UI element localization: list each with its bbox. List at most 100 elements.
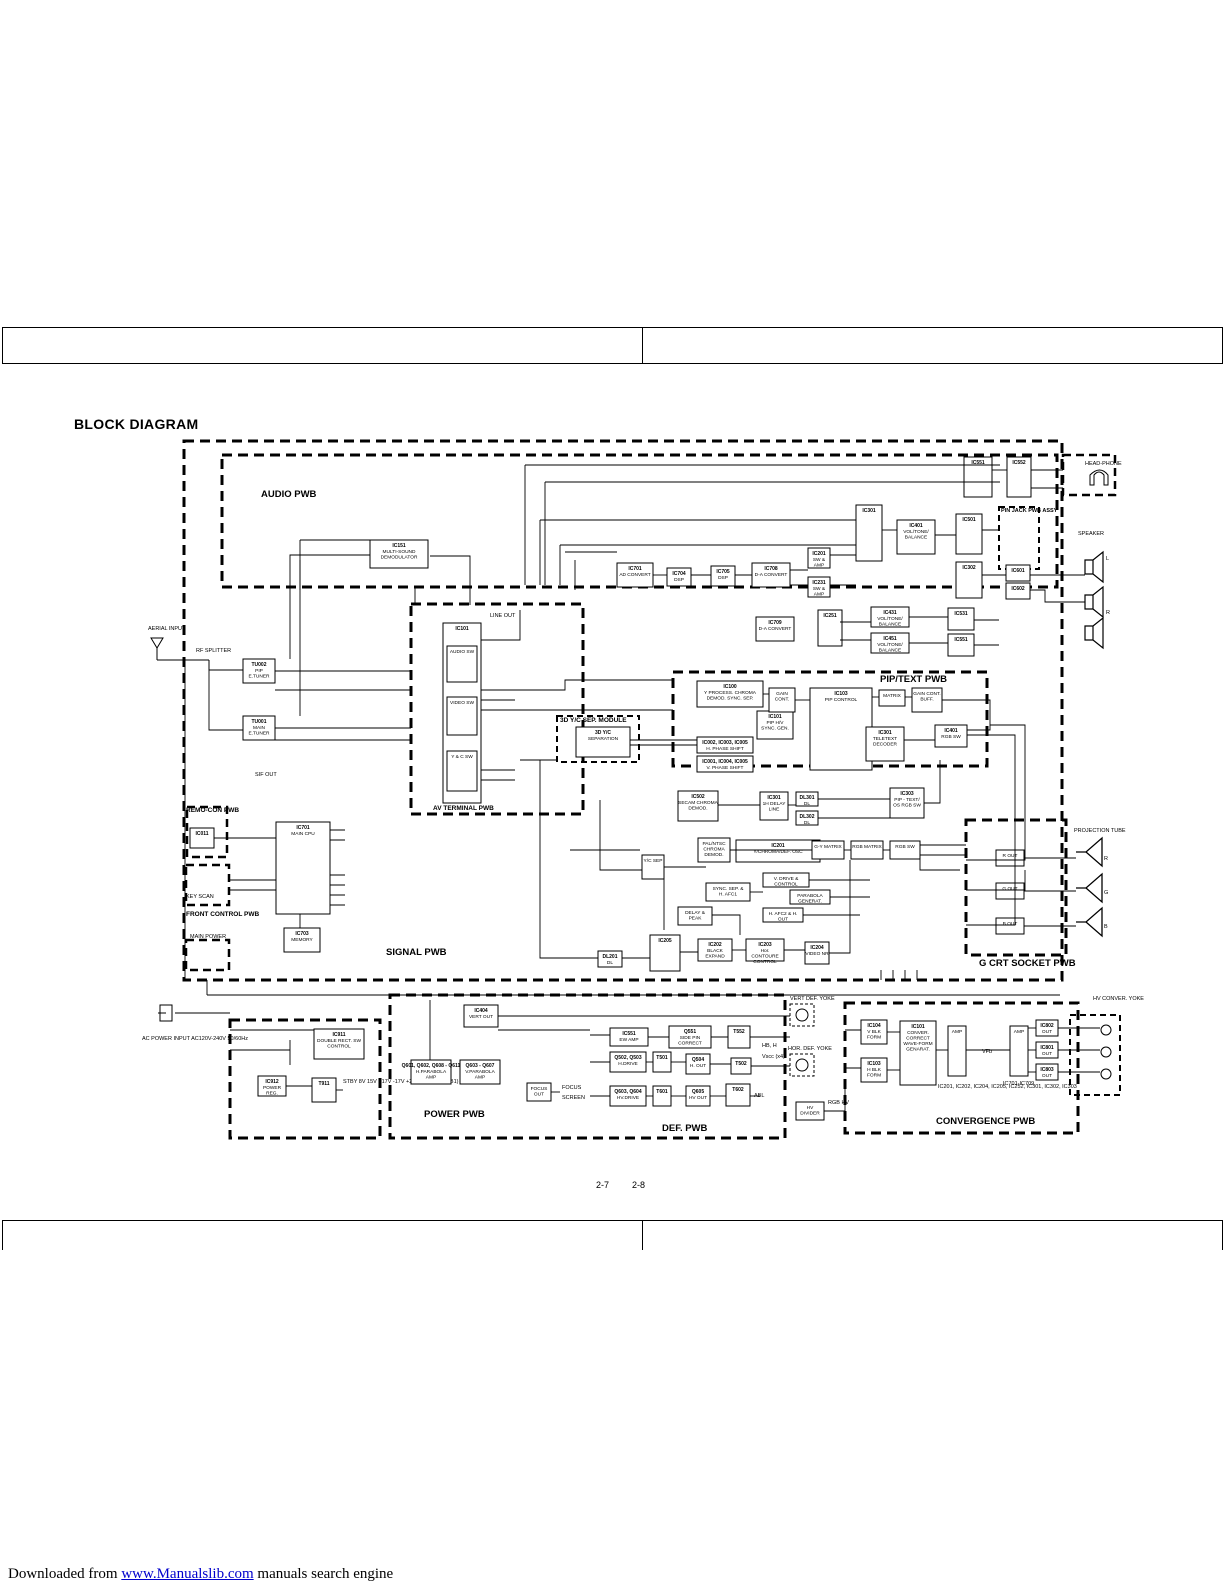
- block-title: IC001, IC004, IC005: [702, 759, 748, 765]
- block-text: AMP: [475, 1075, 485, 1081]
- block-matrix: MATRIX: [878, 689, 906, 707]
- block-title: IC101: [455, 626, 469, 632]
- signal-wire: [1030, 589, 1085, 603]
- block-text: R OUT: [1003, 853, 1018, 859]
- signal-wire: [712, 914, 741, 935]
- block-title: Q603, Q604: [614, 1089, 641, 1095]
- block-text: SW &: [813, 586, 826, 592]
- footer-prefix: Downloaded from: [8, 1566, 118, 1582]
- block-text: H. OUT: [690, 1063, 706, 1069]
- hor-yoke-label: HOR. DEF. YOKE: [788, 1046, 832, 1052]
- ac-power-label: AC POWER INPUT AC120V-240V 50/60Hz: [142, 1036, 248, 1042]
- signal-wire: [966, 870, 1026, 891]
- block-text: CORRECT: [678, 1041, 702, 1047]
- block-text: V.PARABOLA: [465, 1069, 495, 1075]
- block-title: IC501: [962, 517, 976, 523]
- manualslib-link[interactable]: www.Manualslib.com: [121, 1566, 254, 1582]
- block-text: Y/CHROMA/DEF. OSC: [753, 849, 803, 855]
- block-text: DL: [607, 960, 613, 966]
- block-title: IC103: [867, 1061, 881, 1067]
- footer-suffix: manuals search engine: [257, 1566, 394, 1582]
- block-ic551a: IC551: [963, 456, 993, 498]
- block-text: BALANCE: [879, 648, 901, 654]
- block-title: IC302: [962, 565, 976, 571]
- headphone-outline: [1061, 453, 1117, 497]
- block-title: IC205: [658, 938, 672, 944]
- block-yc_sw: Y & C SW: [446, 750, 478, 792]
- ydc-module-outline: [556, 715, 640, 763]
- block-title: 3D Y/C: [595, 730, 611, 736]
- block-title: IC151: [392, 543, 406, 549]
- tube-r-label: R: [1104, 856, 1108, 862]
- block-ic601: IC601: [1005, 564, 1031, 582]
- block-title: T502: [735, 1061, 747, 1067]
- block-text: AMP: [814, 592, 824, 598]
- block-text: BALANCE: [905, 535, 927, 541]
- block-sync_sep: SYNC. SEP. &H. AFC1: [705, 882, 751, 902]
- block-text: PIP CONTROL: [825, 697, 858, 703]
- block-title: Q601, Q602, Q608 - Q611: [402, 1063, 461, 1069]
- block-text: DL: [804, 820, 810, 826]
- block-ic301a: IC301: [855, 504, 883, 562]
- block-text: PIP H/V: [767, 720, 785, 726]
- block-text: DEMODULATOR: [381, 555, 418, 561]
- block-ic302: IC302: [955, 561, 983, 599]
- block-text: SW &: [813, 557, 826, 563]
- block-text: DEMOD.: [704, 852, 723, 858]
- signal-wire: [824, 1080, 846, 1112]
- vert-yoke-label: VERT DEF. YOKE: [790, 996, 835, 1002]
- block-ic205: IC205: [649, 934, 681, 972]
- block-text: VOL/TONE/: [877, 642, 903, 648]
- rf-splitter-label: RF SPLITTER: [196, 648, 231, 654]
- page-number-left: 2-7: [596, 1180, 610, 1190]
- signal-wire: [559, 544, 856, 585]
- block-text: REG.: [266, 1091, 278, 1097]
- block-text: POWER: [263, 1085, 282, 1091]
- block-text: EW AMP: [619, 1037, 638, 1043]
- page-title: BLOCK DIAGRAM: [74, 416, 199, 432]
- block-title: IC502: [691, 794, 705, 800]
- front-control-label: FRONT CONTROL PWB: [186, 911, 259, 918]
- block-text: H BLK: [867, 1067, 882, 1073]
- speaker-icons: [1084, 550, 1104, 650]
- signal-wire: [289, 554, 370, 659]
- block-text: HV: [807, 1105, 814, 1111]
- block-text: DSP: [718, 575, 728, 581]
- headphone-icon: [1089, 469, 1109, 486]
- sif-out-label: SIF OUT: [255, 772, 277, 778]
- block-ic551: IC551: [947, 633, 975, 657]
- signal-wire: [942, 699, 991, 731]
- block-title: IC552: [1012, 460, 1026, 466]
- block-title: DL302: [799, 814, 814, 820]
- block-title: IC709: [768, 620, 782, 626]
- block-title: Q504: [692, 1057, 704, 1063]
- block-title: IC301: [878, 730, 892, 736]
- block-text: AD CONVERT: [619, 572, 650, 578]
- front-control-outline: [184, 938, 231, 972]
- signal-wire: [967, 734, 1016, 800]
- g-crt-outline: [964, 818, 1068, 957]
- block-text: BUFF.: [920, 697, 933, 703]
- block-text: DOUBLE RECT. SW: [317, 1038, 361, 1044]
- block-rgb_sw: RGB SW: [889, 840, 921, 860]
- block-t602: T602: [725, 1083, 751, 1107]
- block-title: IC201: [812, 551, 826, 557]
- block-text: DL: [804, 801, 810, 807]
- block-title: IC451: [883, 636, 897, 642]
- focus-note: FOCUS: [562, 1085, 582, 1091]
- block-text: MEMORY: [291, 937, 313, 943]
